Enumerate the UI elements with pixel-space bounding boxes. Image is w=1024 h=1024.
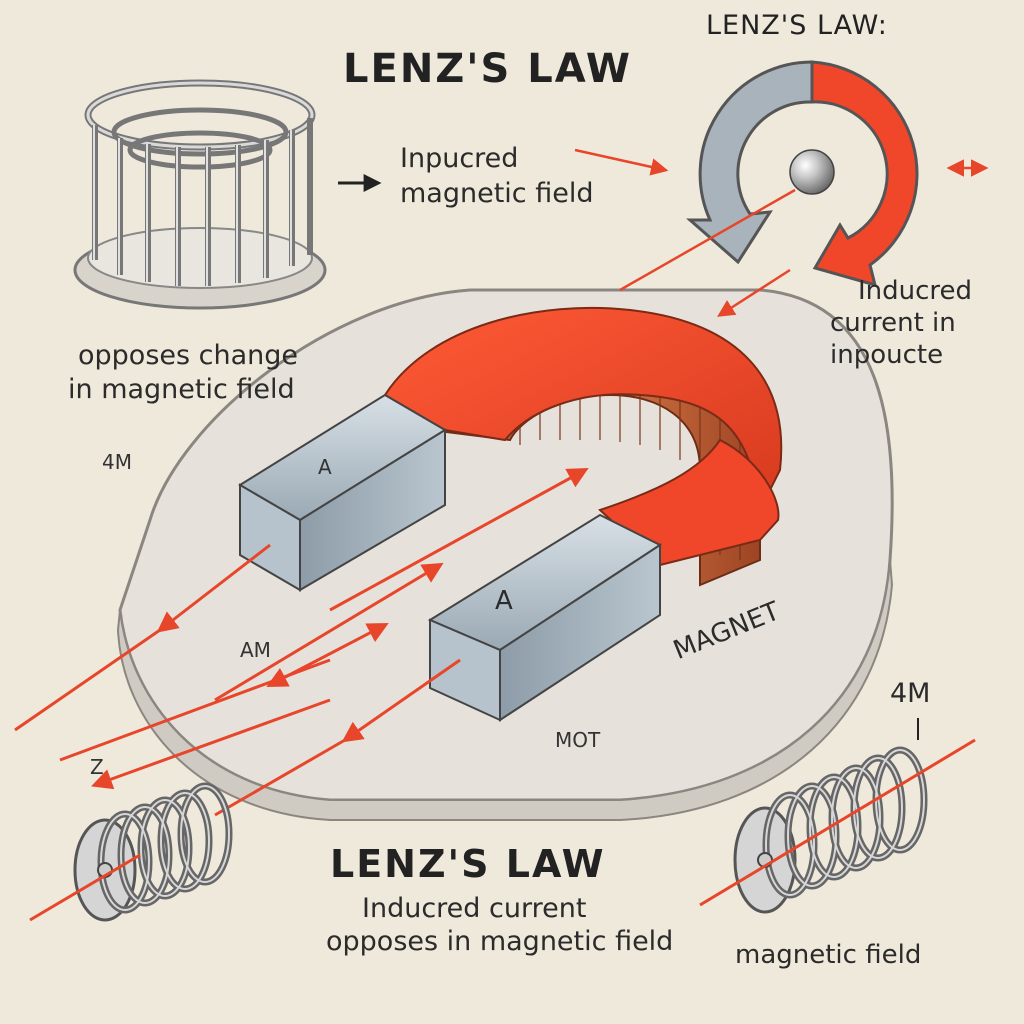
base-am-label: AM — [240, 638, 271, 662]
bottom-title: LENZ'S LAW — [330, 842, 606, 886]
horseshoe-magnet — [238, 306, 783, 722]
induced-field-ring — [686, 60, 919, 288]
spring-coil-right — [699, 718, 976, 914]
bottom-caption-line1: Inducred current — [362, 893, 587, 924]
north-pole-label: A — [318, 455, 332, 479]
main-title: LENZ'S LAW — [343, 46, 633, 92]
induced-current-label-line2: current in — [830, 308, 956, 338]
left-4m-label: 4M — [102, 450, 132, 474]
base-mot-label: MOT — [555, 728, 601, 752]
bottom-right-caption: magnetic field — [735, 940, 922, 970]
bottom-caption-line2: opposes in magnetic field — [326, 926, 674, 957]
opposes-label-line2: in magnetic field — [68, 374, 295, 405]
south-pole-label: A — [495, 586, 513, 616]
induced-field-label-line2: magnetic field — [400, 178, 594, 209]
right-title: LENZ'S LAW: — [706, 10, 888, 41]
current-arrows — [14, 467, 589, 817]
spring-coil-left — [29, 782, 233, 922]
field-arrows-top — [574, 148, 989, 317]
induced-current-label-line3: inpoucte — [830, 340, 944, 370]
opposes-label-line1: opposes change — [78, 340, 299, 371]
left-z-label: Z — [90, 755, 104, 779]
right-4m-label: 4M — [890, 678, 931, 709]
induced-field-label-line1: Inpucred — [400, 143, 519, 174]
cage-coil — [73, 79, 327, 310]
induced-current-label-line1: Inducred — [858, 276, 973, 306]
